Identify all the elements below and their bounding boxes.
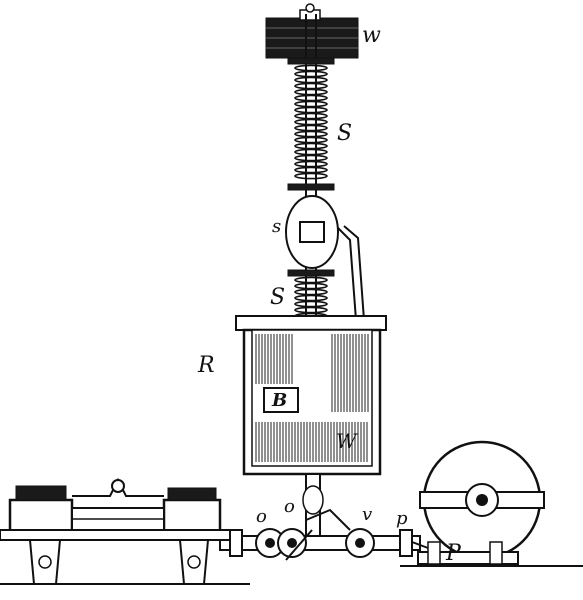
label-reservoir: R xyxy=(197,353,215,378)
label-valve-o2: o xyxy=(284,496,295,517)
spring-coil xyxy=(294,94,328,102)
label-valve-o1: o xyxy=(256,506,267,527)
spring-coil xyxy=(294,166,328,174)
pipe-line xyxy=(219,508,421,561)
spring-coil xyxy=(294,130,328,138)
reservoir-tank xyxy=(235,315,387,476)
ground-lines xyxy=(0,565,583,585)
spring-coil xyxy=(294,288,328,296)
vertical-pipe xyxy=(302,473,324,545)
label-block: B xyxy=(271,390,287,411)
label-pump: P xyxy=(445,541,462,566)
label-weight-top: w xyxy=(362,23,381,48)
label-water: W xyxy=(336,429,358,453)
label-valve-v: v xyxy=(362,504,372,525)
upper-spring xyxy=(294,64,328,180)
spring-coil xyxy=(294,306,328,314)
spring-coil xyxy=(294,276,328,284)
side-disk xyxy=(285,195,365,321)
spring-coil xyxy=(294,76,328,84)
spring-coil xyxy=(294,172,328,180)
spring-coil xyxy=(294,106,328,114)
spring-coil xyxy=(294,100,328,108)
spring-coil xyxy=(294,148,328,156)
spring-coil xyxy=(294,124,328,132)
top-weight xyxy=(265,3,359,59)
spring-coil xyxy=(294,136,328,144)
spring-coil xyxy=(294,64,328,72)
pump xyxy=(411,440,545,565)
spring-coil xyxy=(294,70,328,78)
label-spring-small: s xyxy=(272,216,281,237)
label-spring-upper: S xyxy=(337,121,352,146)
spring-coil xyxy=(294,294,328,302)
spring-coil xyxy=(294,82,328,90)
spring-coil xyxy=(294,160,328,168)
tank-hatching xyxy=(255,334,293,384)
spring-coil xyxy=(294,112,328,120)
spring-coil xyxy=(294,142,328,150)
labels: w S s S R B W o o v p P xyxy=(197,23,462,566)
tank-hatching xyxy=(331,334,369,412)
label-spring-lower: S xyxy=(270,285,285,310)
spring-coil xyxy=(294,300,328,308)
left-engine xyxy=(0,477,231,585)
spring-coil xyxy=(294,282,328,290)
label-pipe-p: p xyxy=(396,508,408,529)
spring-coil xyxy=(294,154,328,162)
tank-hatching xyxy=(255,422,368,462)
spring-coil xyxy=(294,118,328,126)
spring-coil xyxy=(294,88,328,96)
spring-collars xyxy=(287,57,335,277)
